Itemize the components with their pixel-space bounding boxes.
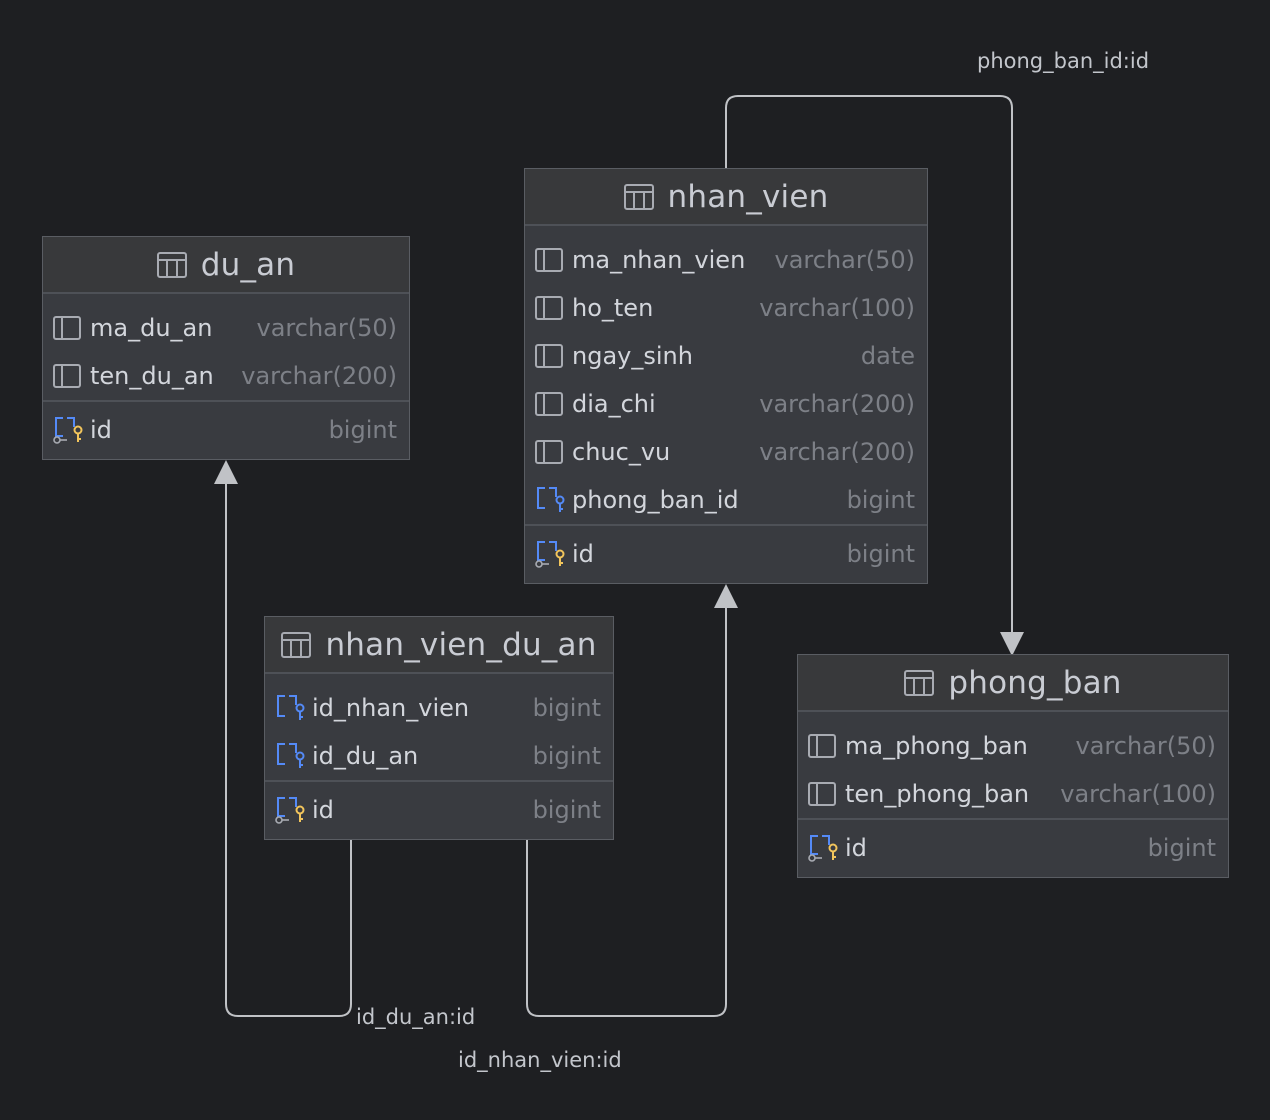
column-name: id: [572, 539, 594, 568]
primary-key-icon: [53, 416, 83, 444]
column-icon: [535, 438, 565, 466]
table-phong-ban[interactable]: phong_ban ma_phong_ban varchar(50) ten_p…: [797, 654, 1229, 878]
table-name: nhan_vien: [667, 178, 829, 215]
column-name: ma_du_an: [90, 314, 213, 342]
foreign-key-icon: [275, 742, 305, 770]
column-name: ma_phong_ban: [845, 732, 1028, 760]
column-type: bigint: [532, 742, 601, 770]
column-icon: [53, 362, 83, 390]
column-type: bigint: [328, 415, 397, 444]
column-name: dia_chi: [572, 390, 656, 418]
column-name: ten_du_an: [90, 362, 214, 390]
column-type: varchar(200): [241, 362, 397, 390]
column-type: bigint: [532, 795, 601, 824]
primary-key-row[interactable]: id bigint: [798, 818, 1228, 875]
column-icon: [535, 246, 565, 274]
edge-nhan-vien-du-an-to-du-an[interactable]: [225, 480, 352, 1017]
column-name: id_du_an: [312, 742, 419, 770]
table-nhan-vien[interactable]: nhan_vien ma_nhan_vien varchar(50) ho_te…: [524, 168, 928, 584]
column-icon: [535, 294, 565, 322]
table-du-an[interactable]: du_an ma_du_an varchar(50) ten_du_an var…: [42, 236, 410, 460]
column-type: bigint: [532, 694, 601, 722]
table-grid-icon: [623, 183, 654, 210]
foreign-key-row[interactable]: phong_ban_id bigint: [525, 476, 927, 524]
column-row[interactable]: ma_phong_ban varchar(50): [798, 722, 1228, 770]
column-type: varchar(100): [1060, 780, 1216, 808]
arrowhead-nhan-vien: [714, 584, 738, 608]
column-type: varchar(50): [256, 314, 398, 342]
edge-label-du-an: id_du_an:id: [356, 1005, 476, 1029]
column-icon: [808, 780, 838, 808]
foreign-key-icon: [275, 694, 305, 722]
edge-label-phong-ban: phong_ban_id:id: [977, 49, 1150, 73]
column-row[interactable]: chuc_vu varchar(200): [525, 428, 927, 476]
column-row[interactable]: ma_nhan_vien varchar(50): [525, 236, 927, 284]
column-name: ten_phong_ban: [845, 780, 1030, 808]
column-name: id: [312, 795, 334, 824]
column-name: id: [845, 833, 867, 862]
primary-key-row[interactable]: id bigint: [525, 524, 927, 581]
column-icon: [535, 390, 565, 418]
table-grid-icon: [904, 669, 935, 696]
table-name: phong_ban: [948, 664, 1122, 701]
foreign-key-row[interactable]: id_du_an bigint: [265, 732, 613, 780]
edge-nhan-vien-to-phong-ban[interactable]: [725, 95, 1013, 636]
column-icon: [808, 732, 838, 760]
column-type: varchar(100): [759, 294, 915, 322]
column-row[interactable]: ngay_sinh date: [525, 332, 927, 380]
foreign-key-icon: [535, 486, 565, 514]
table-header: nhan_vien_du_an: [265, 617, 613, 674]
column-row[interactable]: ho_ten varchar(100): [525, 284, 927, 332]
arrowhead-phong-ban: [1000, 632, 1024, 656]
edge-label-nhan-vien: id_nhan_vien:id: [458, 1048, 622, 1072]
table-header: du_an: [43, 237, 409, 294]
primary-key-row[interactable]: id bigint: [43, 400, 409, 457]
foreign-key-row[interactable]: id_nhan_vien bigint: [265, 684, 613, 732]
table-grid-icon: [156, 251, 187, 278]
column-type: bigint: [1147, 833, 1216, 862]
column-row[interactable]: dia_chi varchar(200): [525, 380, 927, 428]
column-name: ngay_sinh: [572, 342, 693, 370]
column-name: phong_ban_id: [572, 486, 739, 514]
column-name: ho_ten: [572, 294, 654, 322]
column-row[interactable]: ten_du_an varchar(200): [43, 352, 409, 400]
column-name: id_nhan_vien: [312, 694, 470, 722]
column-icon: [535, 342, 565, 370]
primary-key-icon: [535, 540, 565, 568]
column-row[interactable]: ten_phong_ban varchar(100): [798, 770, 1228, 818]
column-type: bigint: [846, 486, 915, 514]
column-name: chuc_vu: [572, 438, 671, 466]
column-type: varchar(200): [759, 438, 915, 466]
table-name: du_an: [200, 246, 296, 283]
primary-key-icon: [808, 834, 838, 862]
column-icon: [53, 314, 83, 342]
column-type: varchar(50): [774, 246, 916, 274]
table-grid-icon: [281, 631, 312, 658]
primary-key-row[interactable]: id bigint: [265, 780, 613, 837]
column-type: date: [860, 342, 915, 370]
primary-key-icon: [275, 796, 305, 824]
column-type: varchar(50): [1075, 732, 1217, 760]
table-nhan-vien-du-an[interactable]: nhan_vien_du_an id_nhan_vien bigint id_d…: [264, 616, 614, 840]
table-name: nhan_vien_du_an: [325, 626, 597, 663]
column-name: ma_nhan_vien: [572, 246, 746, 274]
column-type: bigint: [846, 539, 915, 568]
edge-nhan-vien-du-an-to-nhan-vien[interactable]: [526, 604, 727, 1017]
arrowhead-du-an: [214, 460, 238, 484]
column-name: id: [90, 415, 112, 444]
table-header: phong_ban: [798, 655, 1228, 712]
column-row[interactable]: ma_du_an varchar(50): [43, 304, 409, 352]
table-header: nhan_vien: [525, 169, 927, 226]
column-type: varchar(200): [759, 390, 915, 418]
